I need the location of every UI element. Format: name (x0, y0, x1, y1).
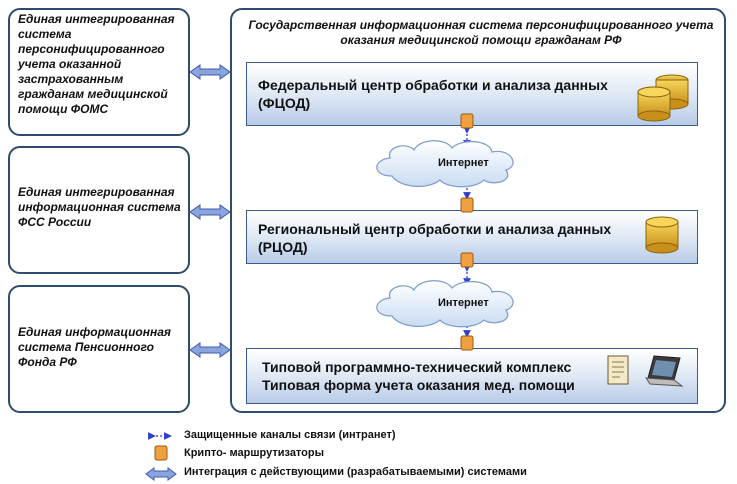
crypto-router-icon (460, 335, 474, 351)
database-icon (637, 74, 689, 122)
internet-label-1: Интернет (438, 157, 489, 169)
laptop-icon (645, 355, 684, 387)
rcod-label: Региональный центр обработки и анализа д… (258, 221, 612, 255)
fss-system-text: Единая интегрированная информационная си… (18, 185, 181, 229)
document-icon (607, 355, 629, 385)
integration-legend-icon (145, 467, 177, 481)
pfr-system-text: Единая информационная система Пенсионног… (18, 325, 171, 369)
crypto-router-legend-icon (154, 445, 168, 461)
crypto-router-icon (460, 113, 474, 129)
cloud-icon (376, 280, 514, 328)
fomc-system-text: Единая интегрированная система персонифи… (18, 12, 175, 116)
fomc-system-box (8, 8, 190, 136)
cloud-icon (376, 140, 514, 188)
crypto-router-icon (460, 197, 474, 213)
internet-label-2: Интернет (438, 297, 489, 309)
database-icon (645, 216, 679, 254)
fss-system-box (8, 146, 190, 274)
complex-line1: Типовой программно-технический комплекс (262, 359, 572, 375)
legend-secure-channels: Защищенные каналы связи (интранет) (184, 429, 396, 441)
double-arrow-icon (189, 64, 231, 80)
pfr-system-box (8, 285, 190, 413)
complex-line2: Типовая форма учета оказания мед. помощи (262, 377, 575, 393)
legend-crypto-routers: Крипто- маршрутизаторы (184, 447, 325, 459)
main-system-title: Государственная информационная система п… (248, 18, 714, 47)
crypto-router-icon (460, 252, 474, 268)
legend-integration: Интеграция с действующими (разрабатываем… (184, 466, 527, 478)
fcod-label: Федеральный центр обработки и анализа да… (258, 77, 608, 111)
double-arrow-icon (189, 204, 231, 220)
double-arrow-icon (189, 342, 231, 358)
